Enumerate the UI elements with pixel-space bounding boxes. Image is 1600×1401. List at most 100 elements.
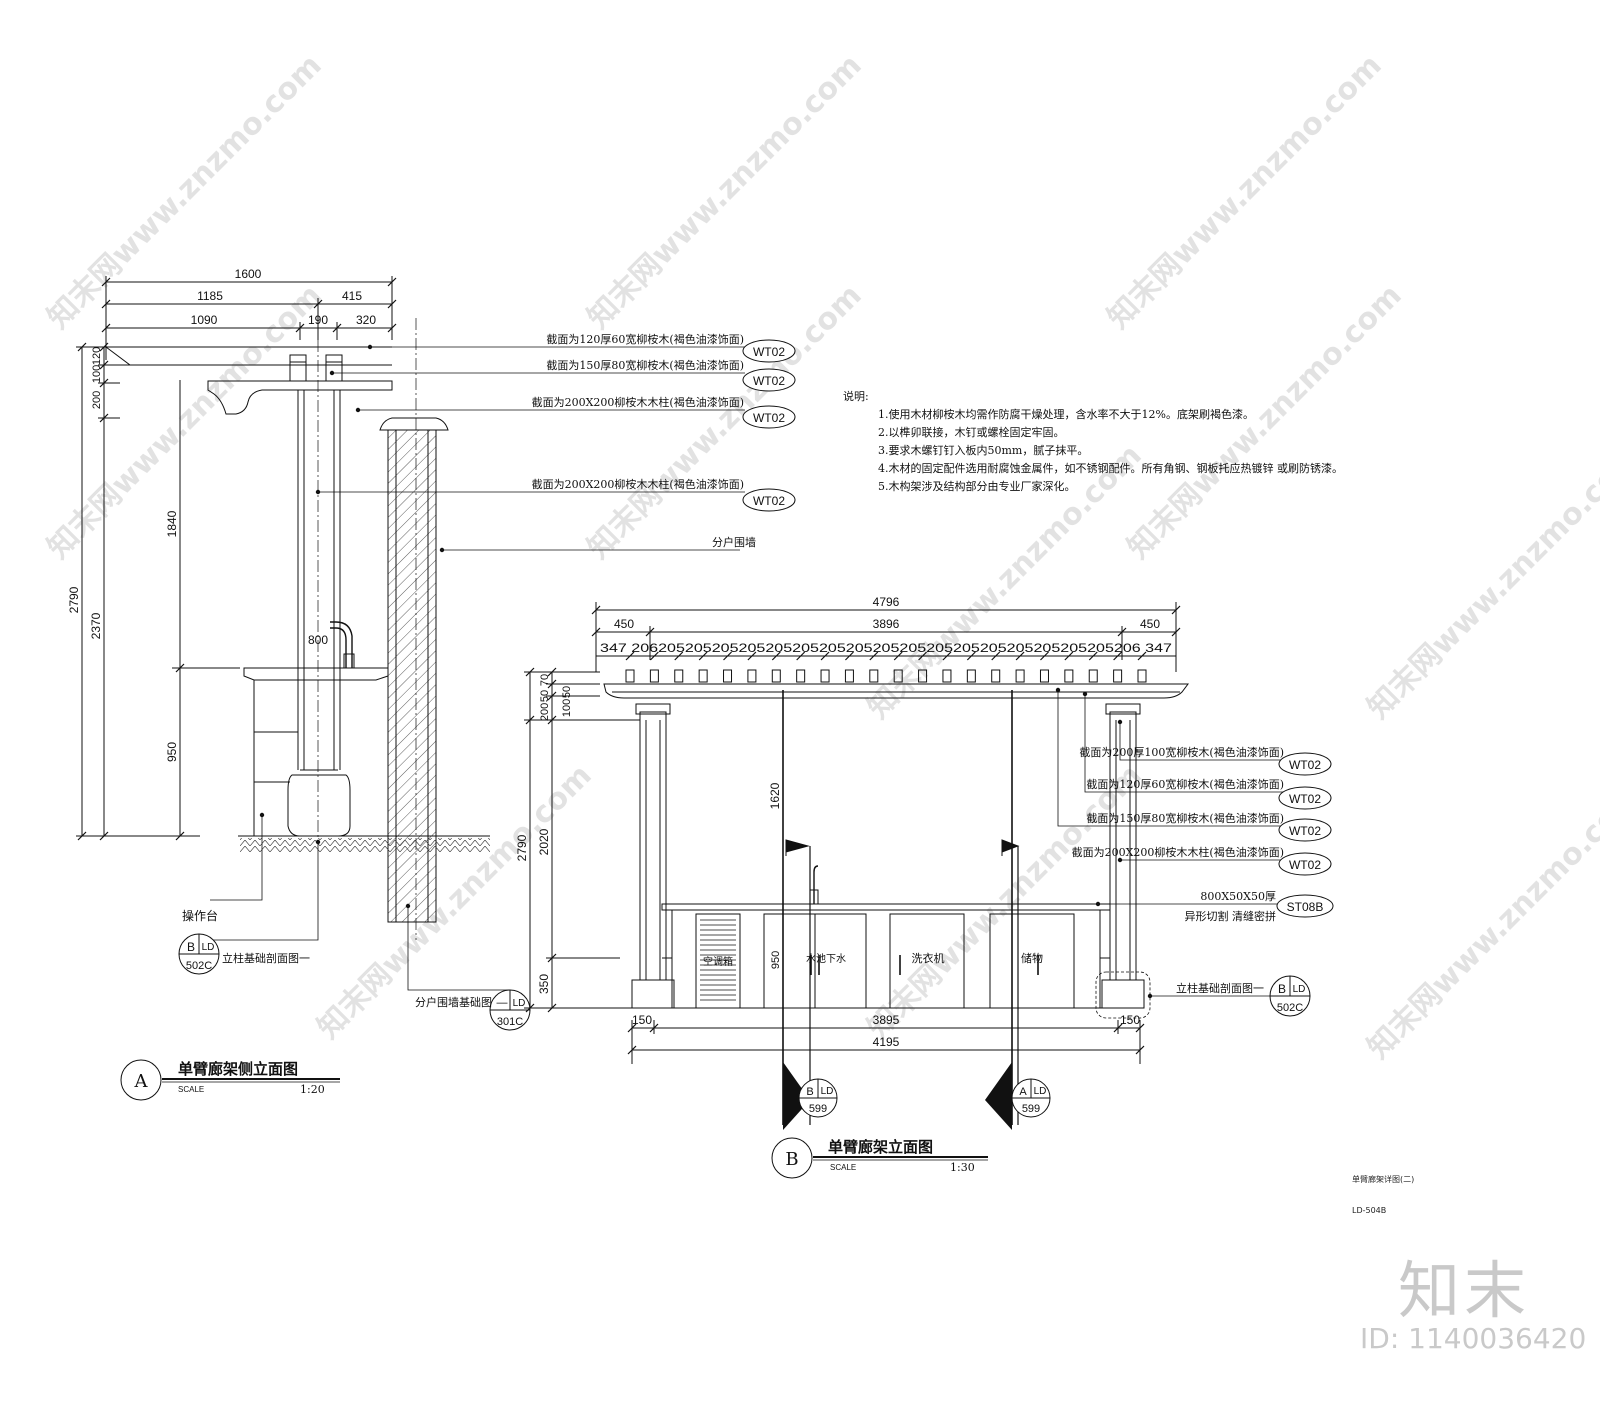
svg-text:1620: 1620 (768, 782, 782, 809)
dimension-tick (966, 651, 976, 661)
rafter-block (747, 669, 757, 683)
svg-text:415: 415 (342, 289, 362, 303)
svg-text:单臂廊架立面图: 单臂廊架立面图 (828, 1138, 933, 1156)
svg-text:A: A (1019, 1086, 1027, 1098)
svg-text:100: 100 (561, 699, 573, 717)
brand-logo-text: 知末 (1398, 1254, 1531, 1327)
svg-text:2790: 2790 (515, 834, 529, 861)
svg-text:800X50X50厚: 800X50X50厚 (1200, 890, 1276, 903)
view-b-dimension-texts: 4796 450 3896 450 347 206205205205205205… (515, 595, 1172, 1049)
rafter-block (1137, 669, 1147, 683)
wt02-tag: WT02 (1289, 758, 1321, 772)
callout-text: 截面为200X200柳桉木木柱(褐色油漆饰面) (532, 395, 744, 409)
dimension-tick (1137, 651, 1147, 661)
rafter-block (869, 669, 879, 683)
svg-text:4796: 4796 (873, 595, 900, 609)
view-a-ref-2: — LD 301C 分户围墙基础图 (415, 989, 531, 1031)
svg-text:B: B (806, 1086, 813, 1098)
svg-text:347 20620520520520520520520520: 347 206205205205205205205205205205205205… (600, 641, 1172, 655)
view-b-title: B 单臂廊架立面图 SCALE 1:30 (771, 1137, 988, 1179)
svg-text:70: 70 (539, 674, 551, 686)
dimension-tick (869, 651, 879, 661)
svg-text:单臂廊架侧立面图: 单臂廊架侧立面图 (178, 1060, 298, 1078)
svg-text:B: B (785, 1149, 798, 1170)
callout-text: 截面为200X200柳桉木木柱(褐色油漆饰面) (1072, 845, 1284, 859)
svg-text:LD: LD (202, 942, 215, 953)
svg-text:1090: 1090 (191, 313, 218, 327)
view-a-title: A 单臂廊架侧立面图 SCALE 1:20 (120, 1059, 340, 1101)
svg-text:2370: 2370 (89, 612, 103, 639)
svg-text:150: 150 (1120, 1013, 1140, 1027)
svg-text:190: 190 (308, 313, 328, 327)
wt02-tag: WT02 (753, 345, 785, 359)
dimension-tick (1040, 651, 1049, 661)
svg-text:SCALE: SCALE (178, 1085, 204, 1094)
svg-text:立柱基础剖面图一: 立柱基础剖面图一 (1176, 981, 1264, 995)
svg-text:450: 450 (1140, 617, 1160, 631)
rafter-block (1064, 669, 1074, 683)
rafter-block (1113, 669, 1123, 683)
dimension-tick (796, 651, 806, 661)
sheet-number: LD-504B (1352, 1206, 1387, 1215)
rafter-block (796, 669, 806, 683)
wt02-tag: WT02 (753, 494, 785, 508)
dimension-tick (1088, 651, 1098, 661)
svg-text:1:30: 1:30 (950, 1161, 975, 1174)
svg-text:LD: LD (1034, 1086, 1047, 1097)
callout-text: 截面为200厚100宽柳桉木(褐色油漆饰面) (1079, 745, 1284, 759)
svg-text:3896: 3896 (873, 617, 900, 631)
rafter-block (674, 669, 684, 683)
cabinet-label: 储物 (1021, 951, 1043, 965)
rafter-block (1039, 669, 1049, 683)
svg-text:B: B (187, 940, 195, 954)
svg-text:50: 50 (561, 686, 573, 698)
note-item: 1.使用木材柳桉木均需作防腐干燥处理，含水率不大于12%。底架刷褐色漆。 (878, 408, 1254, 421)
svg-text:1840: 1840 (165, 510, 179, 537)
rafter-block (698, 669, 708, 683)
dimension-tick (893, 651, 903, 661)
svg-text:301C: 301C (497, 1016, 523, 1028)
watermark-text: 知末网www.znzmo.com (1361, 438, 1600, 726)
svg-text:950: 950 (770, 951, 782, 969)
svg-text:3895: 3895 (873, 1013, 900, 1027)
svg-text:LD: LD (1293, 984, 1306, 995)
svg-text:异形切割 清缝密拼: 异形切割 清缝密拼 (1185, 909, 1277, 923)
svg-text:502C: 502C (1277, 1002, 1303, 1014)
svg-text:B: B (1278, 982, 1286, 996)
svg-text:599: 599 (1022, 1103, 1040, 1115)
svg-text:50: 50 (539, 690, 551, 702)
note-item: 3.要求木螺钉钉入板内50mm，腻子抹平。 (878, 444, 1089, 457)
watermark-text: 知末网www.znzmo.com (861, 758, 1149, 1046)
svg-text:A: A (134, 1071, 149, 1092)
dimension-tick (845, 651, 854, 661)
svg-text:LD: LD (821, 1086, 834, 1097)
rafter-block (918, 669, 928, 683)
rafter-block (893, 669, 903, 683)
view-b-front-elevation (524, 602, 1290, 1125)
view-b-callouts: 截面为200厚100宽柳桉木(褐色油漆饰面) 截面为120厚60宽柳桉木(褐色油… (1072, 745, 1334, 923)
watermark-text: 知末网www.znzmo.com (41, 48, 329, 336)
section-marker-a: A LD 599 (985, 1062, 1051, 1130)
watermark-text: 知末网www.znzmo.com (41, 278, 329, 566)
dimension-tick (674, 651, 684, 661)
section-marker-b: B LD 599 (783, 1062, 838, 1130)
svg-text:4195: 4195 (873, 1035, 900, 1049)
sheet-name: 单臂廊架详图(二) (1352, 1175, 1415, 1184)
svg-text:120: 120 (91, 347, 103, 365)
rafter-block (942, 669, 952, 683)
note-item: 2.以榫卯联接，木钉或螺栓固定牢固。 (878, 426, 1065, 439)
wt02-tag: WT02 (1289, 858, 1321, 872)
dimension-tick (723, 651, 732, 661)
svg-text:LD: LD (513, 998, 526, 1009)
dimension-tick (649, 651, 659, 661)
watermark-text: 知末网www.znzmo.com (1361, 778, 1600, 1066)
svg-text:320: 320 (356, 313, 376, 327)
svg-text:立柱基础剖面图一: 立柱基础剖面图一 (222, 951, 310, 965)
callout-text: 截面为120厚60宽柳桉木(褐色油漆饰面) (546, 332, 744, 346)
dimension-tick (820, 651, 830, 661)
svg-text:950: 950 (165, 742, 179, 762)
view-a-dimension-texts: 1600 1185 415 1090 190 320 120 100 200 2… (67, 267, 376, 762)
dimension-tick (1015, 651, 1025, 661)
